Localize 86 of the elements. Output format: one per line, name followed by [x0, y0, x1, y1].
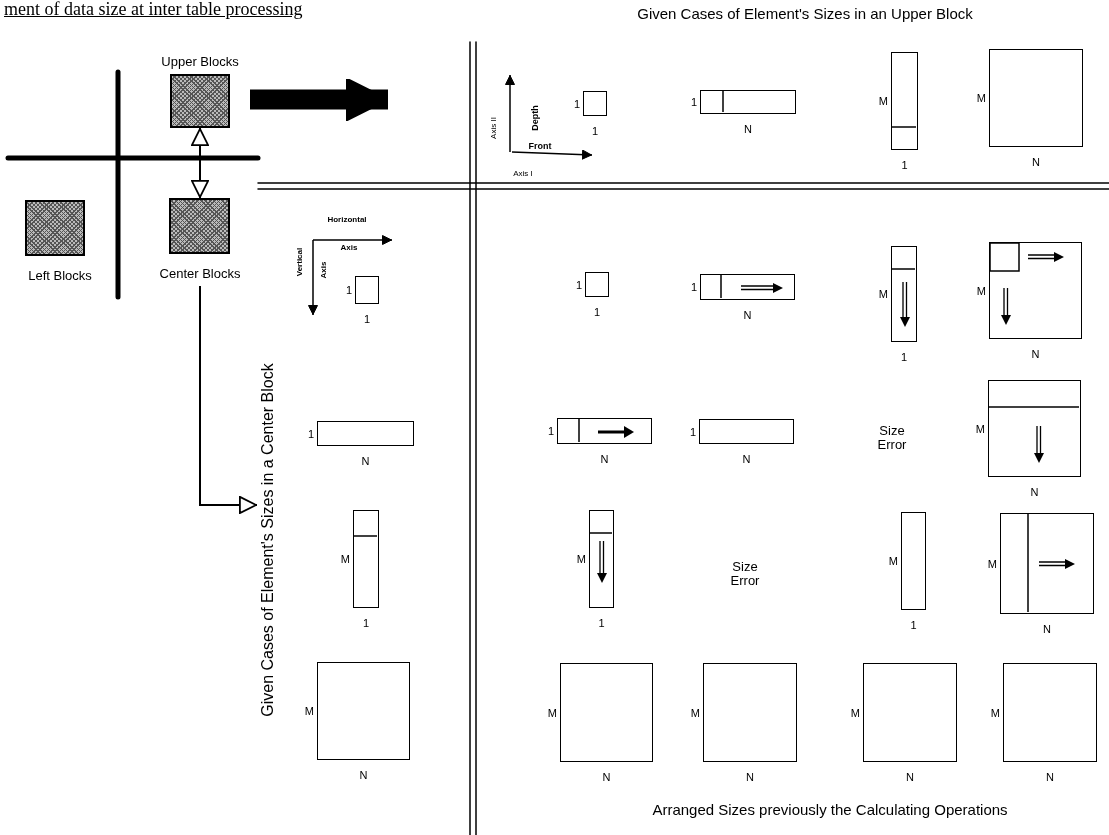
matrix-box [353, 510, 379, 608]
dimension-label: N [361, 455, 370, 468]
matrix-box [1003, 663, 1097, 762]
matrix-box [989, 49, 1083, 147]
block-label: Center Blocks [159, 267, 241, 282]
dimension-label: N [1031, 348, 1040, 361]
dimension-label: N [1030, 486, 1039, 499]
matrix-box [585, 272, 609, 297]
dimension-label: M [340, 552, 350, 566]
dimension-label: N [600, 453, 609, 466]
dimension-label: M [976, 284, 986, 297]
dimension-label: 1 [363, 313, 371, 326]
matrix-box [891, 52, 918, 150]
matrix-box [901, 512, 926, 610]
dimension-label: 1 [901, 159, 908, 172]
heading: ment of data size at inter table processing [4, 0, 303, 20]
axis-label: Vertical [295, 247, 305, 277]
dimension-label: N [1046, 771, 1054, 784]
axis-label: Horizontal [327, 216, 367, 225]
dimension-label: 1 [362, 617, 370, 630]
dimension-label: 1 [573, 97, 580, 110]
matrix-box [699, 419, 794, 444]
matrix-box [988, 380, 1081, 477]
matrix-box [700, 90, 796, 114]
matrix-box [317, 421, 414, 446]
dimension-label: N [1043, 623, 1051, 636]
dimension-label: N [602, 771, 611, 784]
axis-label: Axis [340, 244, 358, 253]
matrix-box [557, 418, 652, 444]
arrow [191, 127, 209, 199]
dimension-label: 1 [593, 306, 601, 319]
matrix-box [317, 662, 410, 760]
dimension-label: N [906, 771, 914, 784]
block-label: Left Blocks [28, 269, 92, 284]
dimension-label: 1 [690, 95, 697, 109]
dimension-label: N [744, 123, 752, 136]
dimension-label: M [976, 91, 986, 105]
dimension-label: M [878, 94, 888, 108]
dimension-label: N [743, 309, 752, 322]
status-text: Size Error [729, 560, 761, 589]
matrix-box [863, 663, 957, 762]
matrix-box [891, 246, 917, 342]
dimension-label: M [690, 706, 700, 719]
dimension-label: 1 [598, 617, 605, 630]
matrix-box [589, 510, 614, 608]
arrow [250, 78, 388, 121]
dimension-label: 1 [591, 125, 599, 138]
dimension-label: 1 [910, 619, 917, 632]
dimension-label: M [987, 557, 997, 570]
section-heading: Arranged Sizes previously the Calculating Operations [652, 802, 1008, 819]
matrix-box [989, 242, 1082, 339]
axis-label: Depth [531, 105, 541, 131]
section-heading: Given Cases of Element's Sizes in an Upper Block [637, 6, 973, 23]
dimension-label: 1 [690, 280, 697, 294]
dimension-label: N [1032, 156, 1040, 169]
matrix-box [703, 663, 797, 762]
arrow [199, 285, 258, 514]
dimension-label: 1 [307, 427, 314, 440]
dimension-label: M [576, 552, 586, 566]
dimension-label: M [888, 554, 898, 568]
dimension-label: N [742, 453, 751, 466]
axis-label: Axis I [513, 170, 533, 179]
axis-label: Axis [319, 261, 329, 279]
dimension-label: M [990, 706, 1000, 719]
axis-label: Front [528, 142, 552, 152]
matrix-box [583, 91, 607, 116]
dimension-label: N [359, 769, 368, 782]
matrix-box [1000, 513, 1094, 614]
block-label: Upper Blocks [161, 55, 239, 70]
axis-label: Axis II [489, 117, 499, 139]
dimension-label: 1 [689, 425, 696, 438]
status-text: Size Error [876, 424, 908, 453]
vertical-heading: Given Cases of Element's Sizes in a Center Block [257, 290, 279, 790]
dimension-label: 1 [345, 283, 352, 297]
dimension-label: M [304, 704, 314, 718]
dimension-label: 1 [575, 278, 582, 291]
dimension-label: M [878, 287, 888, 301]
dimension-label: N [746, 771, 754, 784]
dimension-label: M [547, 706, 557, 719]
matrix-box [700, 274, 795, 300]
matrix-box [560, 663, 653, 762]
dimension-label: M [975, 422, 985, 435]
matrix-box [355, 276, 379, 304]
dimension-label: 1 [900, 351, 908, 364]
dimension-label: M [850, 706, 860, 719]
dimension-label: 1 [547, 424, 554, 438]
